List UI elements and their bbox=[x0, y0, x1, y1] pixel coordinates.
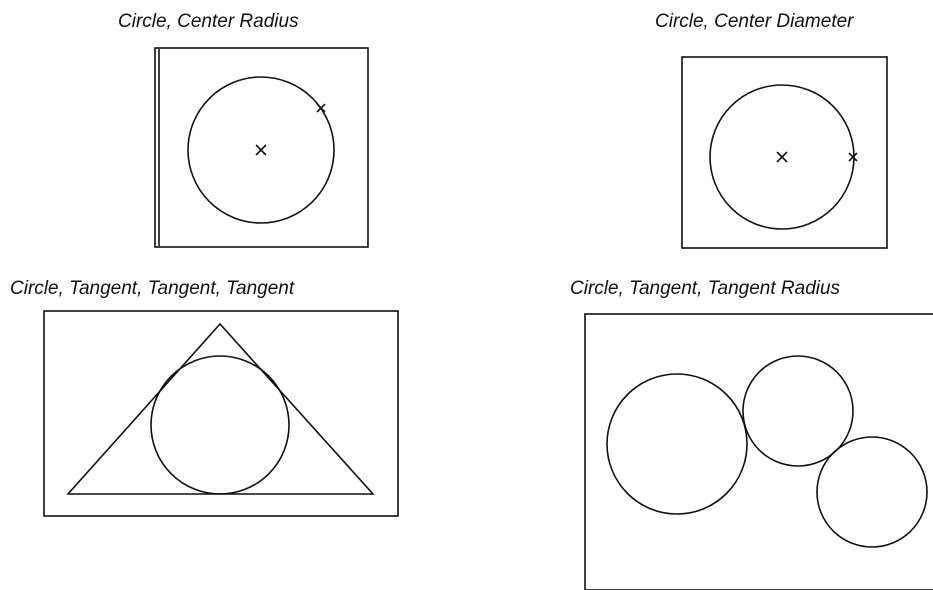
circle-right bbox=[816, 436, 928, 548]
circle-left bbox=[606, 373, 748, 515]
triangle bbox=[66, 322, 375, 495]
frame-tangent-tangent-radius bbox=[584, 313, 933, 590]
panel-tangent-tangent-tangent bbox=[43, 310, 399, 517]
center-point-mark bbox=[776, 151, 788, 163]
caption-tangent-tangent-tangent: Circle, Tangent, Tangent, Tangent bbox=[10, 278, 295, 299]
panel-center-radius bbox=[154, 47, 369, 248]
panel-center-diameter bbox=[681, 56, 888, 249]
inscribed-circle bbox=[150, 355, 290, 495]
frame-center-diameter bbox=[681, 56, 888, 249]
caption-center-diameter: Circle, Center Diameter bbox=[655, 11, 854, 32]
diameter-point-mark bbox=[848, 152, 858, 162]
panel-tangent-tangent-radius bbox=[584, 313, 933, 590]
circle-top bbox=[742, 355, 854, 467]
center-point-mark bbox=[255, 144, 267, 156]
frame-tangent-tangent-tangent bbox=[43, 310, 399, 517]
caption-center-radius: Circle, Center Radius bbox=[118, 11, 299, 32]
radius-point-mark bbox=[316, 103, 326, 113]
caption-tangent-tangent-radius: Circle, Tangent, Tangent Radius bbox=[570, 278, 841, 299]
frame-center-radius bbox=[154, 47, 369, 248]
circle-center-radius bbox=[187, 76, 335, 224]
